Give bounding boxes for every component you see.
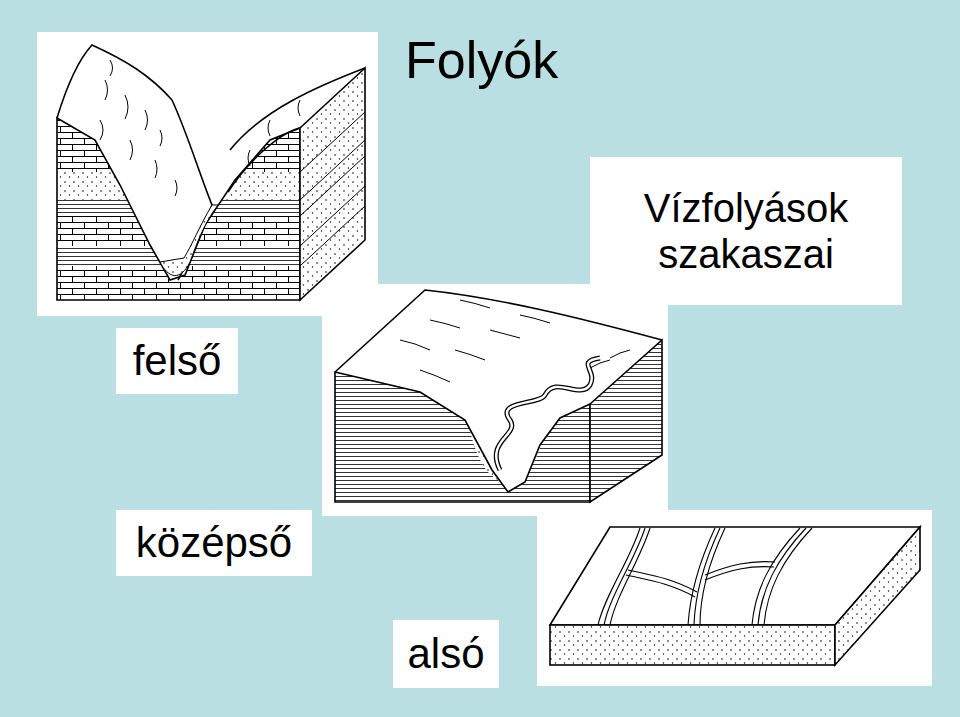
channel [752,528,812,625]
panel [322,284,668,516]
label-box: felső [116,328,238,394]
channel [598,528,650,625]
rock-layer [50,200,310,216]
channel [705,562,775,580]
valley-slope [228,68,365,192]
label-text: középső [136,518,292,568]
rock-layer [50,216,310,246]
surface-hatching [400,300,630,382]
strata-lines [300,112,365,266]
slope-hatching [100,60,300,196]
label-text: alsó [407,629,484,679]
block-outline [57,118,300,300]
upper-course-block [50,110,310,302]
meandering-river [496,358,600,470]
rock-layer [330,360,595,510]
label-text: felső [133,336,222,386]
page-title: Folyók [405,28,558,92]
block-side [835,527,920,665]
rock-layer [50,172,310,200]
valley-slope [57,45,212,280]
stream-bed [160,205,218,276]
block-side [300,68,365,300]
label-text: Vízfolyások szakaszai [600,185,892,277]
label-box: alsó [393,620,499,688]
panel [37,32,378,316]
channel [688,528,725,625]
block-side [590,340,662,502]
block-front [550,625,835,665]
block-outline [335,372,590,502]
meandering-river [496,358,600,470]
label-box: középső [116,510,312,576]
braided-channels [598,528,812,625]
middle-course-block [330,360,595,510]
channel [626,570,697,597]
panel [537,510,932,686]
label-box: Vízfolyások szakaszai [590,157,902,305]
